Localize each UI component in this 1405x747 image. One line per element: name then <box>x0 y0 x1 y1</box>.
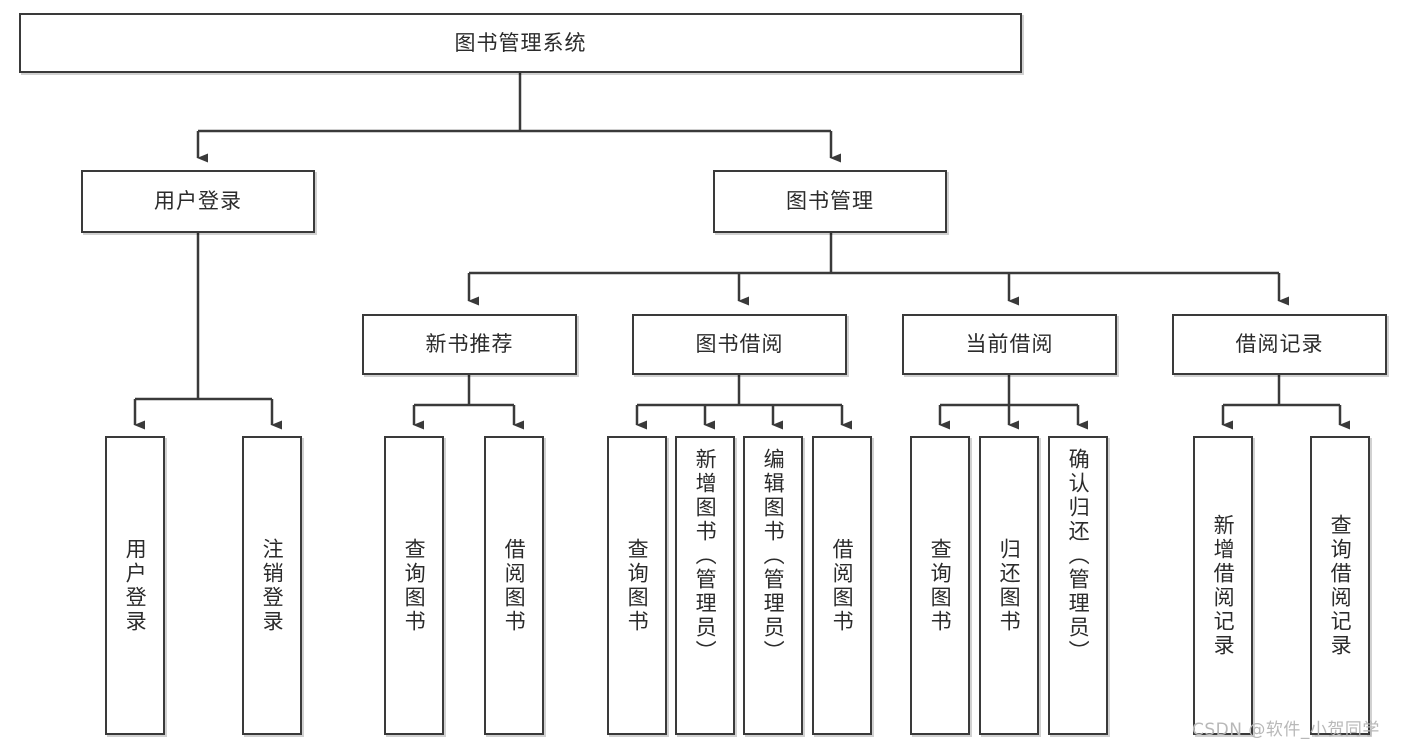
node-leaf-query-book-2[interactable]: 查询图书 <box>607 436 667 735</box>
node-leaf-query-book-3[interactable]: 查询图书 <box>910 436 970 735</box>
node-leaf-query-record-label: 查询借阅记录 <box>1328 513 1353 658</box>
node-leaf-add-record[interactable]: 新增借阅记录 <box>1193 436 1253 735</box>
node-leaf-add-book-label: 新增图书（管理员） <box>693 448 718 664</box>
node-leaf-add-record-label: 新增借阅记录 <box>1211 513 1236 658</box>
node-leaf-confirm-return-label: 确认归还（管理员） <box>1066 448 1091 664</box>
node-leaf-borrow-book-2[interactable]: 借阅图书 <box>812 436 872 735</box>
node-book-manage-label: 图书管理 <box>786 189 874 214</box>
node-leaf-confirm-return[interactable]: 确认归还（管理员） <box>1048 436 1108 735</box>
node-new-book-recommend-label: 新书推荐 <box>425 332 514 357</box>
node-leaf-borrow-book-1[interactable]: 借阅图书 <box>484 436 544 735</box>
node-leaf-query-book-3-label: 查询图书 <box>928 537 953 634</box>
node-user-login-label: 用户登录 <box>154 189 242 214</box>
node-leaf-borrow-book-2-label: 借阅图书 <box>830 537 855 634</box>
node-user-login[interactable]: 用户登录 <box>81 170 315 233</box>
node-new-book-recommend[interactable]: 新书推荐 <box>362 314 577 375</box>
node-root[interactable]: 图书管理系统 <box>19 13 1022 73</box>
node-leaf-return-book-label: 归还图书 <box>997 537 1022 634</box>
node-leaf-user-login[interactable]: 用户登录 <box>105 436 165 735</box>
node-leaf-query-book-2-label: 查询图书 <box>625 537 650 634</box>
node-current-borrow-label: 当前借阅 <box>965 332 1054 357</box>
node-leaf-user-login-label: 用户登录 <box>123 537 148 634</box>
node-root-label: 图书管理系统 <box>454 30 587 55</box>
node-book-borrow-label: 图书借阅 <box>695 332 784 357</box>
node-book-borrow[interactable]: 图书借阅 <box>632 314 847 375</box>
node-leaf-logout-login-label: 注销登录 <box>260 537 285 634</box>
node-leaf-borrow-book-1-label: 借阅图书 <box>502 537 527 634</box>
node-leaf-query-book-1[interactable]: 查询图书 <box>384 436 444 735</box>
watermark-text: CSDN @软件_小贺同学 <box>1192 720 1380 740</box>
node-leaf-query-record[interactable]: 查询借阅记录 <box>1310 436 1370 735</box>
node-leaf-add-book[interactable]: 新增图书（管理员） <box>675 436 735 735</box>
node-book-manage[interactable]: 图书管理 <box>713 170 947 233</box>
node-leaf-logout-login[interactable]: 注销登录 <box>242 436 302 735</box>
node-leaf-edit-book-label: 编辑图书（管理员） <box>761 448 786 664</box>
node-borrow-record[interactable]: 借阅记录 <box>1172 314 1387 375</box>
node-current-borrow[interactable]: 当前借阅 <box>902 314 1117 375</box>
node-leaf-edit-book[interactable]: 编辑图书（管理员） <box>743 436 803 735</box>
node-leaf-query-book-1-label: 查询图书 <box>402 537 427 634</box>
node-borrow-record-label: 借阅记录 <box>1235 332 1324 357</box>
node-leaf-return-book[interactable]: 归还图书 <box>979 436 1039 735</box>
